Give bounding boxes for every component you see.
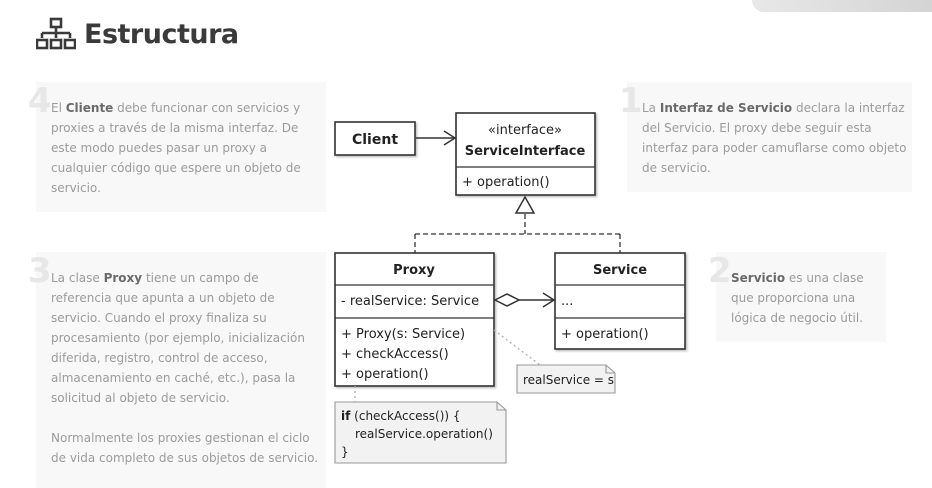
note-service-interface: 1 La Interfaz de Servicio declara la int… [619,82,912,192]
service-field: ... [561,294,573,309]
interface-stereotype: «interface» [488,123,562,138]
note-text: El Cliente debe funcionar con servicios … [51,101,301,195]
note-number: 4 [28,81,52,121]
client-class: Client [334,121,416,156]
corner-decoration [752,0,932,12]
service-class: Service ... + operation() [554,252,686,350]
uml-note-realservice: realService = s [516,364,616,394]
dependency-arrow [416,130,457,146]
interface-method: + operation() [462,175,550,190]
realization-lines [414,214,621,253]
sitemap-icon [36,17,76,50]
code-line-2: realService.operation() [355,427,493,441]
interface-name: ServiceInterface [465,144,586,159]
proxy-field: - realService: Service [341,294,479,309]
proxy-method: + checkAccess() [341,347,449,362]
uml-note-code: if (checkAccess()) { realService.operati… [334,401,507,464]
client-name: Client [352,132,398,148]
service-interface-class: «interface» ServiceInterface + operation… [455,112,596,196]
proxy-class: Proxy - realService: Service + Proxy(s: … [334,252,495,387]
note-service: 2 Servicio es una clase que proporciona … [708,252,886,342]
proxy-name: Proxy [393,263,435,278]
page-title: Estructura [84,18,239,50]
note-text: Servicio es una clase que proporciona un… [731,271,864,325]
proxy-method: + Proxy(s: Service) [341,327,465,342]
section-header: Estructura [36,16,239,52]
realization-arrowhead [514,195,536,214]
code-line-1: if (checkAccess()) { [341,409,461,423]
code-keyword: if [341,409,351,423]
note-client: 4 El Cliente debe funcionar con servicio… [28,82,326,212]
note-text: La clase Proxy tiene un campo de referen… [51,271,319,465]
code-condition: (checkAccess()) { [350,409,460,423]
note-proxy: 3 La clase Proxy tiene un campo de refer… [28,252,326,488]
service-name: Service [593,263,647,278]
proxy-method: + operation() [341,367,429,382]
note-text: La Interfaz de Servicio declara la inter… [642,101,907,175]
note-realservice-text: realService = s [523,373,614,387]
code-line-3: } [341,445,349,459]
aggregation-arrow [493,292,556,308]
note-number: 3 [28,251,52,291]
note-number: 2 [708,251,732,291]
note-number: 1 [619,81,643,121]
service-method: + operation() [561,327,649,342]
